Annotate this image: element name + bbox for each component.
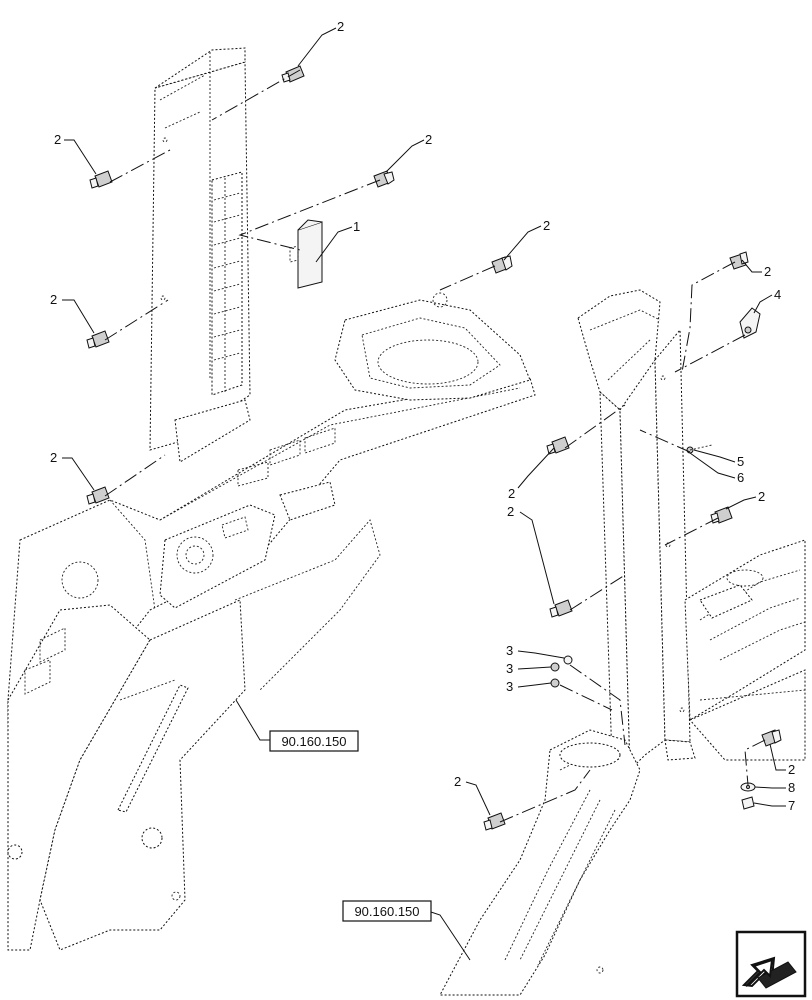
reference-box[interactable]: 90.160.150 <box>269 730 359 752</box>
fastener-r-bottom <box>483 812 506 831</box>
part-7-screw <box>741 796 755 810</box>
callout-2: 2 <box>454 774 461 789</box>
callout-8: 8 <box>788 780 795 795</box>
callout-2: 2 <box>764 264 771 279</box>
callout-2: 2 <box>425 132 432 147</box>
left-pillar-trim <box>149 47 251 463</box>
callout-2: 2 <box>50 450 57 465</box>
fastener-r-top <box>729 251 749 270</box>
callout-2: 2 <box>758 489 765 504</box>
fastener-r-lower-right <box>761 729 782 747</box>
callout-3: 3 <box>506 643 513 658</box>
fasteners-left <box>86 65 513 505</box>
phantom-lines-left <box>104 69 496 497</box>
callout-2: 2 <box>543 218 550 233</box>
callout-2: 2 <box>508 486 515 501</box>
callout-7: 7 <box>788 798 795 813</box>
callout-6: 6 <box>737 470 744 485</box>
callout-1: 1 <box>353 219 360 234</box>
part-4-bracket <box>739 307 761 339</box>
reference-label: 90.160.150 <box>281 734 346 749</box>
part-1-clip <box>289 219 323 289</box>
right-console-body <box>439 539 806 996</box>
reference-box[interactable]: 90.160.150 <box>342 900 432 922</box>
reference-label: 90.160.150 <box>354 904 419 919</box>
fastener-left-2 <box>86 330 110 349</box>
callout-4: 4 <box>774 287 781 302</box>
callout-2: 2 <box>54 132 61 147</box>
fastener-left-3 <box>86 486 110 505</box>
callout-2: 2 <box>788 762 795 777</box>
callout-labels: 2 2 2 1 2 2 2 2 4 5 6 2 2 2 3 3 3 2 8 7 … <box>50 19 795 813</box>
leader-lines <box>62 27 786 961</box>
part-3-nuts <box>550 655 573 688</box>
fastener-r-mid-left <box>546 436 570 455</box>
callout-3: 3 <box>506 661 513 676</box>
fastener-right-2 <box>491 255 513 274</box>
callout-3: 3 <box>506 679 513 694</box>
right-pillar-trim <box>577 289 696 772</box>
callout-2: 2 <box>337 19 344 34</box>
fastener-left-1 <box>89 170 113 189</box>
fasteners-right <box>483 251 782 831</box>
left-console-body <box>7 292 536 951</box>
fastener-r-lower-left <box>549 599 573 618</box>
callout-5: 5 <box>737 454 744 469</box>
callout-2: 2 <box>507 504 514 519</box>
fastener-right-1 <box>373 170 395 188</box>
arrow-left-down-icon[interactable] <box>735 930 807 998</box>
phantom-lines-right <box>499 261 766 823</box>
fastener-r-mid-right <box>710 506 733 524</box>
callout-2: 2 <box>50 292 57 307</box>
